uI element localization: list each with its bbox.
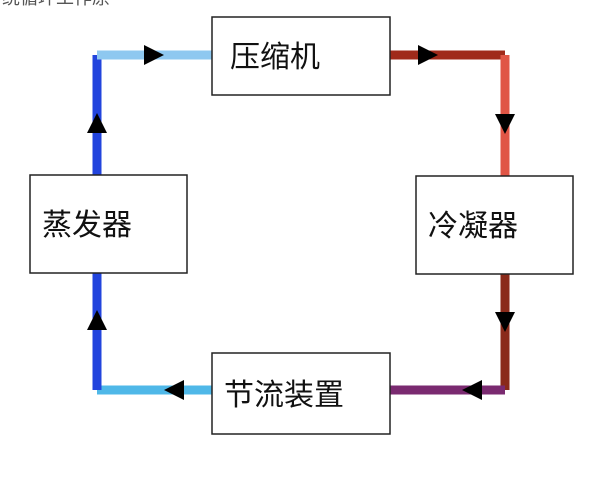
node-condenser-label: 冷凝器 bbox=[428, 209, 518, 244]
node-compressor-label: 压缩机 bbox=[230, 40, 320, 75]
node-evaporator: 蒸发器 bbox=[29, 174, 188, 274]
arrow-right-icon bbox=[144, 45, 164, 65]
arrow-up-icon bbox=[87, 113, 107, 133]
node-condenser: 冷凝器 bbox=[415, 175, 574, 275]
arrow-left-icon bbox=[462, 380, 482, 400]
arrow-down-icon bbox=[495, 114, 515, 134]
node-evaporator-label: 蒸发器 bbox=[42, 208, 132, 243]
arrow-down-icon bbox=[495, 312, 515, 332]
arrow-right-icon bbox=[418, 45, 438, 65]
caption: 统循环工作原 bbox=[2, 0, 110, 9]
arrow-up-icon bbox=[87, 310, 107, 330]
node-compressor: 压缩机 bbox=[211, 16, 391, 96]
arrow-left-icon bbox=[164, 380, 184, 400]
node-expansion-device-label: 节流装置 bbox=[224, 378, 344, 413]
node-expansion-device: 节流装置 bbox=[211, 352, 391, 435]
